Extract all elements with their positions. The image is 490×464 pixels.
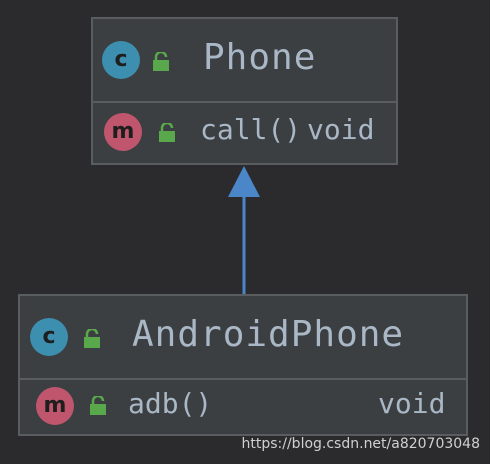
method-return-type: void [307, 113, 375, 146]
class-box-phone[interactable]: c Phone m call() void [91, 17, 398, 165]
member-row-adb[interactable]: m adb() void [20, 378, 466, 434]
class-icon: c [30, 318, 68, 356]
method-return-type: void [378, 387, 446, 420]
class-icon: c [102, 41, 140, 79]
method-name-call: call() [200, 113, 302, 146]
unlocked-icon [153, 52, 169, 71]
watermark-url: https://blog.csdn.net/a820703048 [241, 436, 481, 452]
unlocked-icon [159, 123, 175, 142]
inheritance-arrow-head [228, 166, 260, 197]
class-header-phone: c Phone [93, 19, 396, 103]
class-box-androidphone[interactable]: c AndroidPhone m adb() void [18, 294, 468, 436]
method-icon: m [36, 387, 74, 425]
unlocked-icon [84, 329, 100, 348]
class-name-phone: Phone [203, 37, 317, 78]
unlocked-icon [90, 396, 106, 415]
class-name-androidphone: AndroidPhone [132, 314, 405, 355]
member-row-call[interactable]: m call() void [93, 101, 396, 163]
method-name-adb: adb() [128, 387, 213, 420]
class-header-androidphone: c AndroidPhone [20, 296, 466, 380]
method-icon: m [104, 113, 142, 151]
